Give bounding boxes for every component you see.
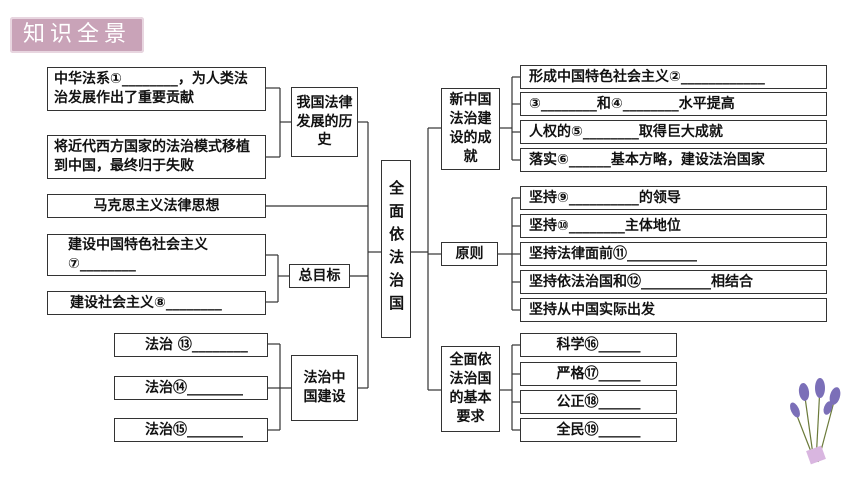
principles-label: 原则: [441, 242, 498, 266]
principle-item-2: 坚持⑩________主体地位: [520, 214, 827, 238]
requirements-label: 全面依法治国的基本要求: [441, 346, 500, 432]
principle-item-4: 坚持依法治国和⑫__________相结合: [520, 270, 827, 294]
goal-label: 总目标: [289, 264, 350, 288]
principle-item-1: 坚持⑨__________的领导: [520, 186, 827, 210]
principle-item-5: 坚持从中国实际出发: [520, 298, 827, 322]
center-node: 全面依法治国: [381, 160, 411, 338]
requirement-item-4: 全民⑲______: [520, 418, 677, 442]
section-title: 知识全景: [10, 17, 144, 53]
history-item-1: 中华法系①________，为人类法治发展作出了重要贡献: [47, 67, 266, 111]
lavender-decoration-icon: [790, 378, 841, 465]
marxism-box: 马克思主义法律思想: [47, 194, 266, 218]
rule-of-law-item-3: 法治⑮________: [114, 418, 268, 442]
rule-of-law-label: 法治中国建设: [291, 355, 358, 421]
center-label: 全面依法治国: [387, 180, 406, 318]
requirement-item-1: 科学⑯______: [520, 333, 677, 357]
requirement-item-2: 严格⑰______: [520, 362, 677, 386]
achievement-item-1: 形成中国特色社会主义②____________: [520, 65, 827, 89]
history-label: 我国法律发展的历史: [291, 87, 358, 157]
achievement-item-3: 人权的⑤________取得巨大成就: [520, 120, 827, 144]
goal-item-2: 建设社会主义⑧________: [47, 291, 266, 315]
goal-item-1: 建设中国特色社会主义⑦________: [47, 234, 266, 276]
rule-of-law-item-1: 法治 ⑬________: [114, 333, 268, 357]
rule-of-law-item-2: 法治⑭________: [114, 376, 268, 400]
achievements-label: 新中国法治建设的成就: [441, 88, 500, 170]
history-item-2: 将近代西方国家的法治模式移植到中国，最终归于失败: [47, 135, 266, 179]
achievement-item-2: ③________和④________水平提高: [520, 92, 827, 116]
achievement-item-4: 落实⑥______基本方略，建设法治国家: [520, 148, 827, 172]
requirement-item-3: 公正⑱______: [520, 390, 677, 414]
principle-item-3: 坚持法律面前⑪__________: [520, 242, 827, 266]
